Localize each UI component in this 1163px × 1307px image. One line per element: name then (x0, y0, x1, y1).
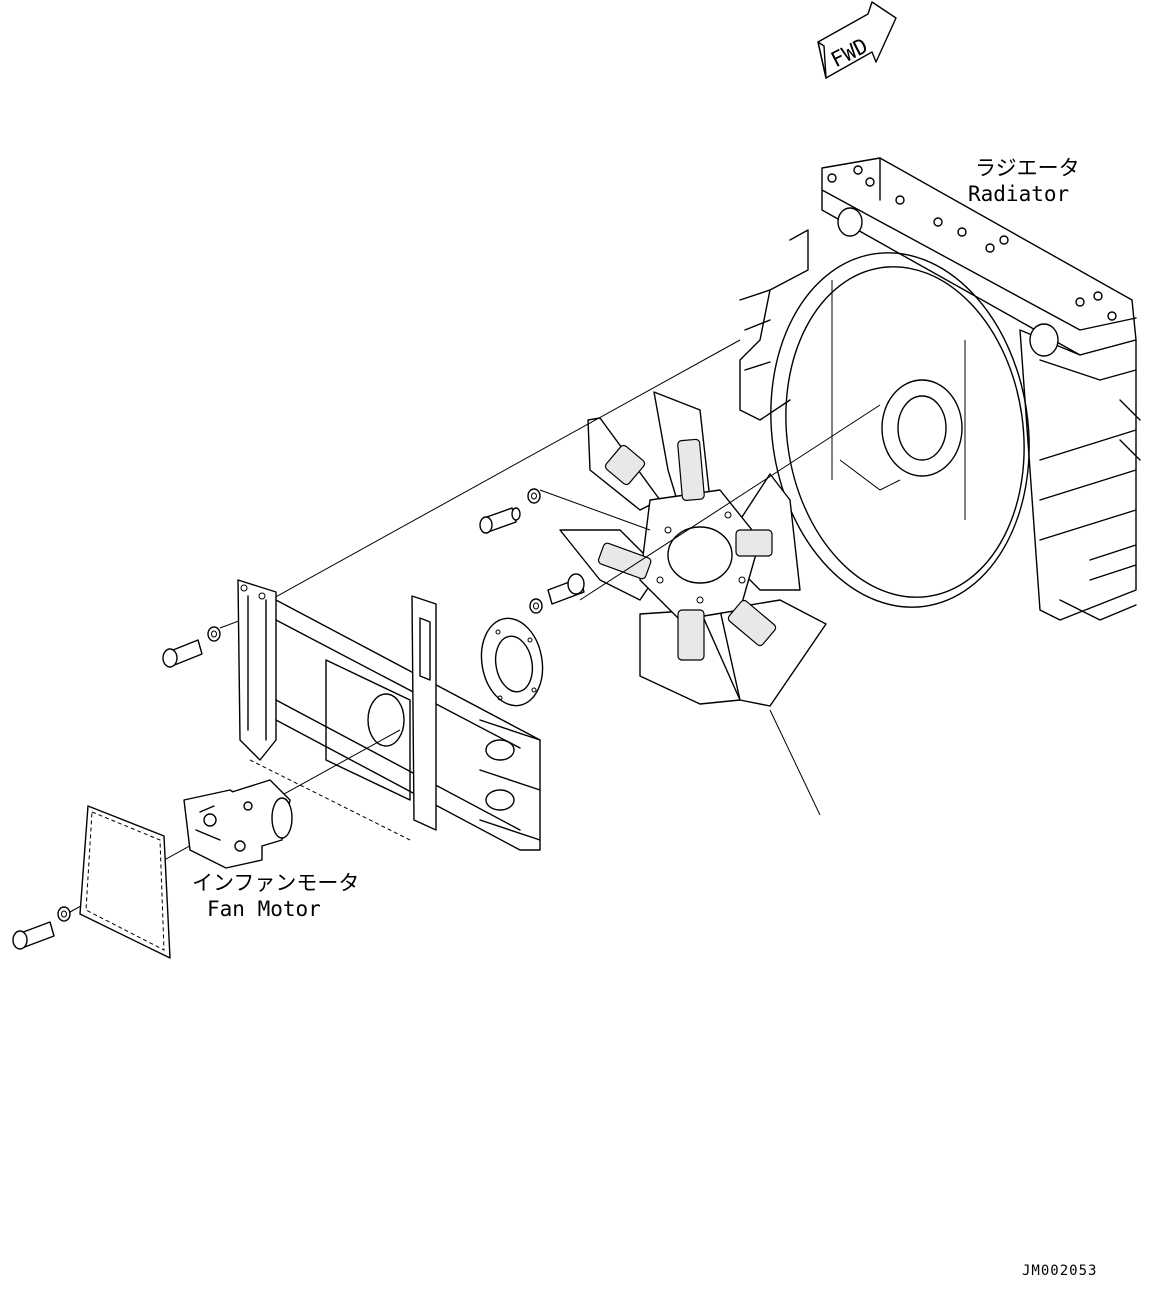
motor-mount-bracket (237, 579, 541, 851)
bolt-upper-left (479, 507, 521, 534)
fan-motor (183, 779, 293, 869)
radiator-top-bolts (827, 165, 1117, 321)
washer-upper (527, 488, 541, 504)
drawing-code: JM002053 (1022, 1263, 1097, 1279)
spacer-ring (480, 617, 544, 707)
bolt-left (162, 639, 203, 668)
fan-leader-line (769, 709, 821, 816)
cover-plate (79, 805, 171, 959)
radiator-assembly (739, 157, 1141, 621)
fan-motor-label-en: Fan Motor (207, 897, 321, 921)
washer-left (207, 626, 221, 642)
washer-mid (529, 598, 543, 614)
radiator-label-jp: ラジエータ (975, 156, 1080, 180)
washer-bottom (57, 906, 71, 922)
fan-blade (559, 391, 827, 707)
bolt-upper-right (547, 573, 585, 605)
bolt-bottom (12, 921, 55, 950)
fwd-arrow-badge: FWD (817, 1, 897, 79)
fan-motor-label-jp: インファンモータ (192, 871, 359, 895)
radiator-label-en: Radiator (968, 182, 1069, 206)
